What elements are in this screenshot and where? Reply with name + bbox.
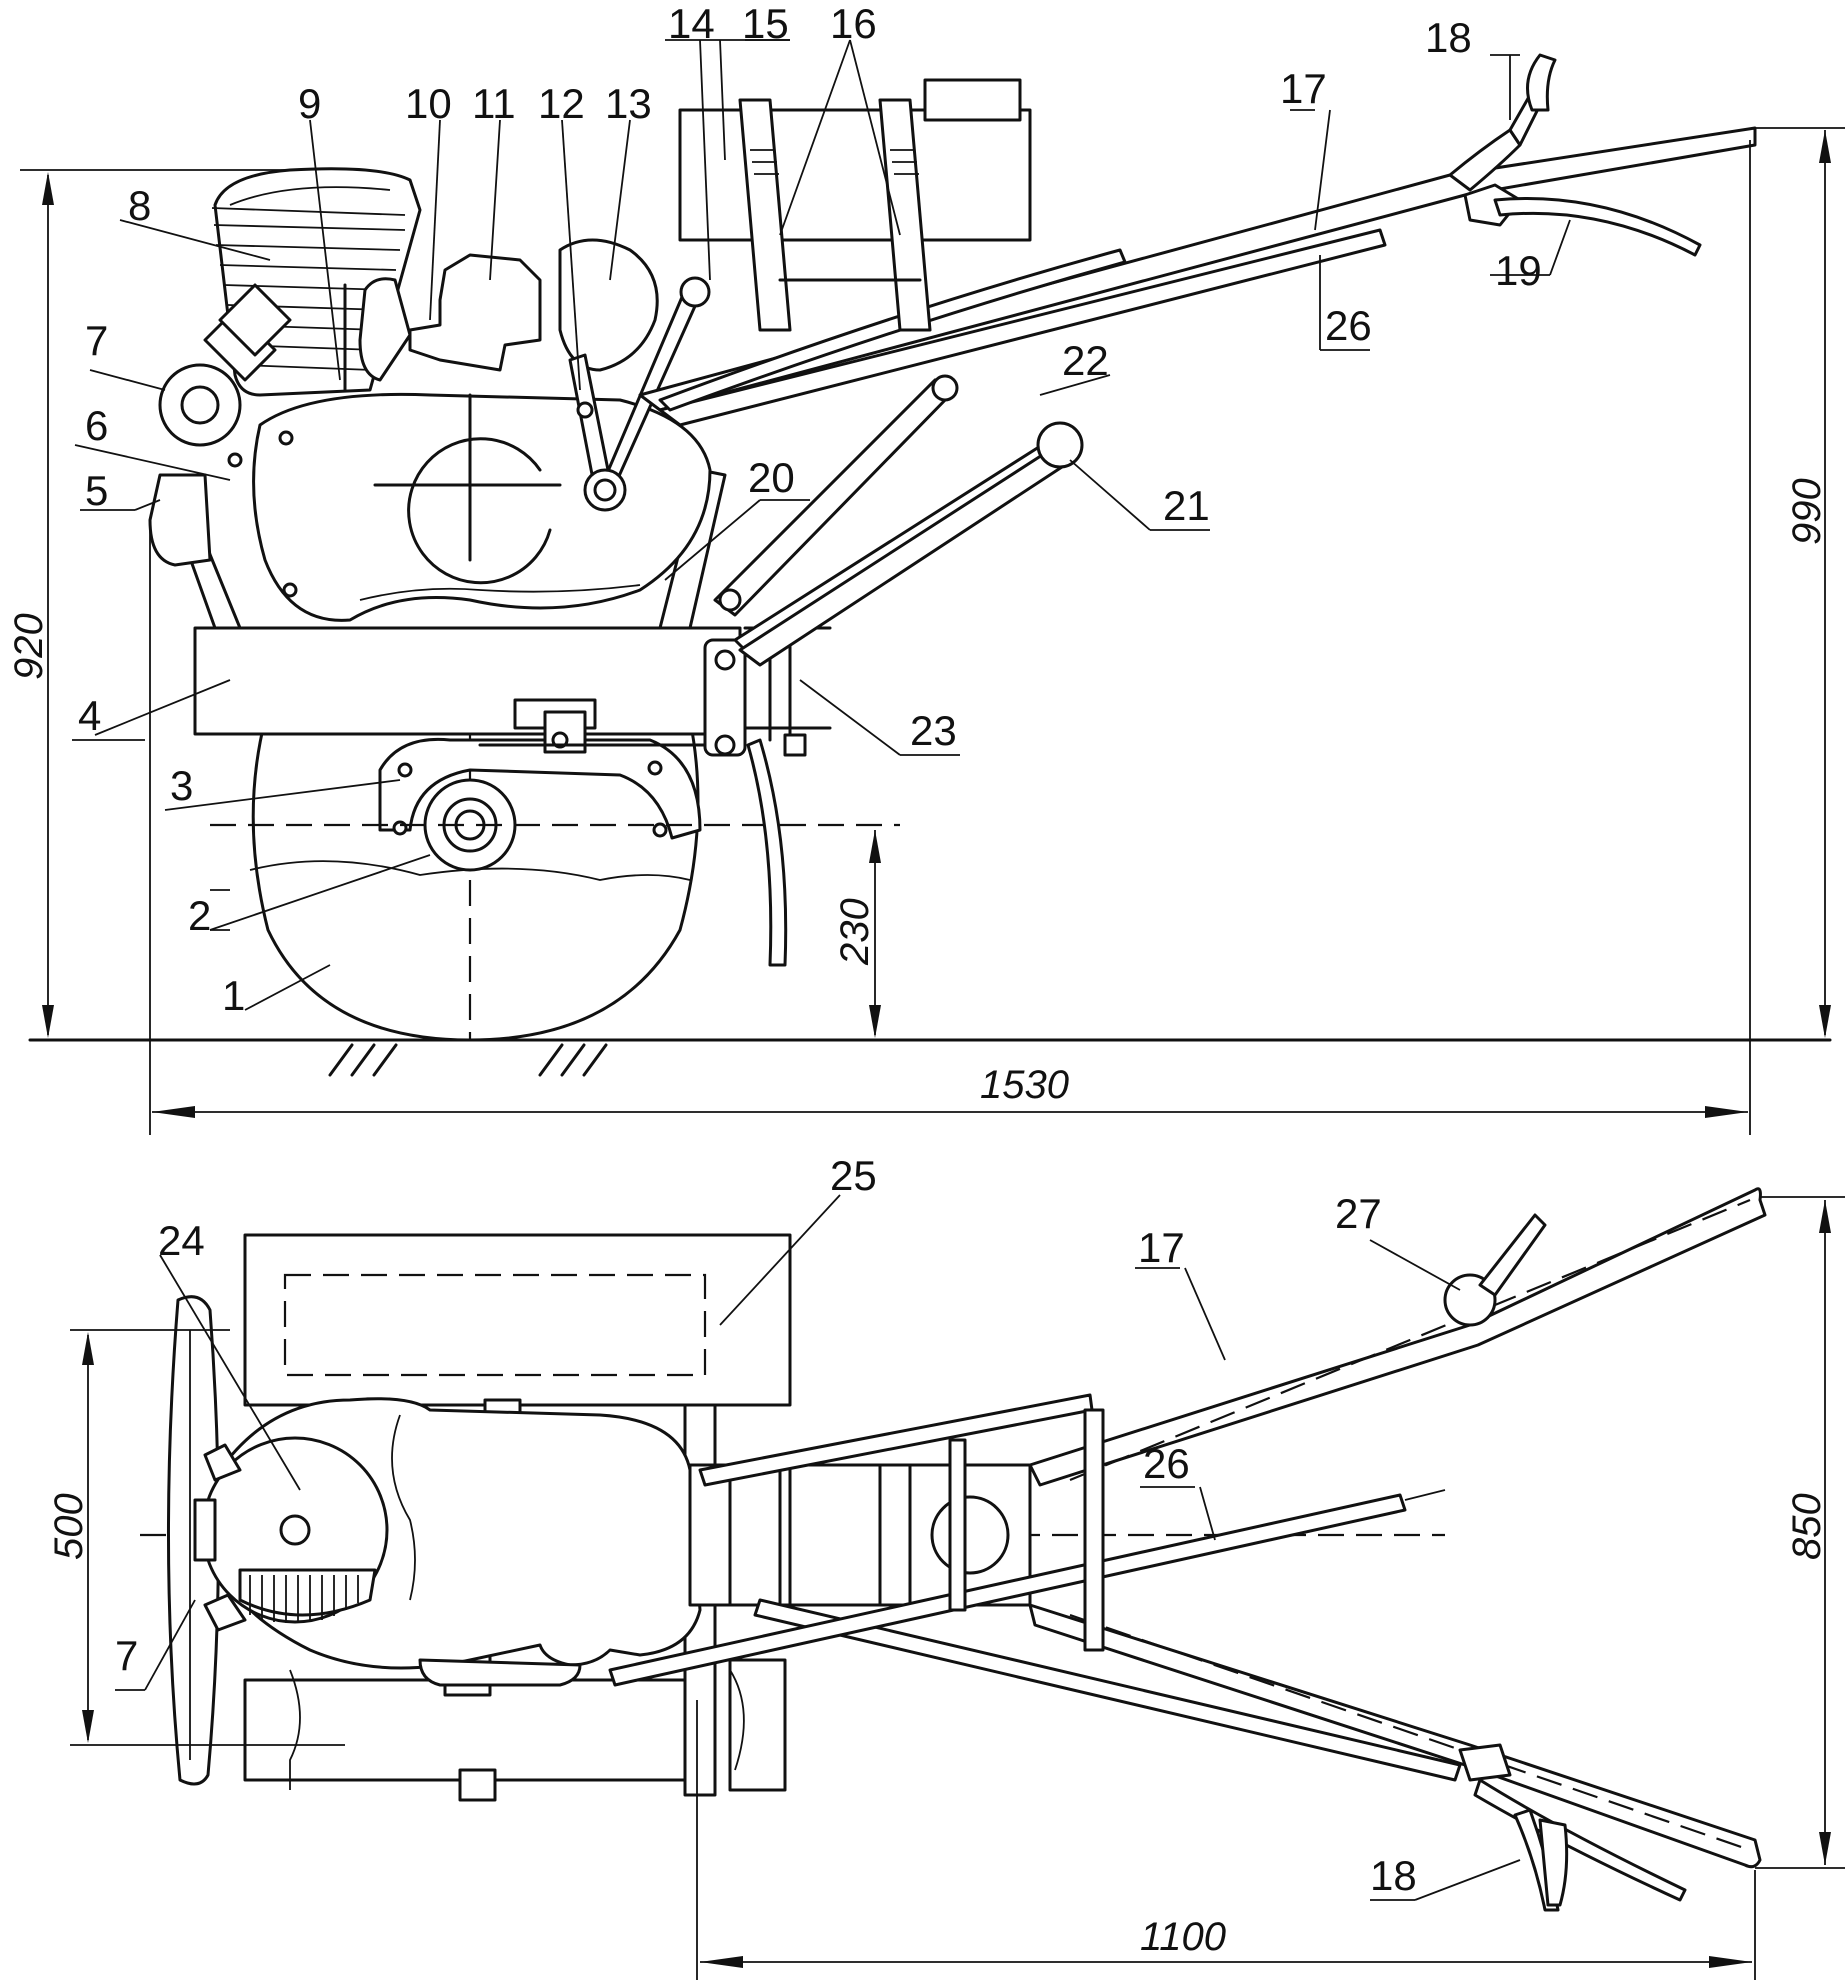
carburetor xyxy=(358,238,659,382)
dim-1530: 1530 xyxy=(980,1063,1069,1107)
label-part-19: 19 xyxy=(1495,247,1542,294)
label-part-21: 21 xyxy=(1163,482,1210,529)
handlebar xyxy=(638,126,1757,427)
top-grip-controls xyxy=(1443,1213,1687,1912)
label-part-4: 4 xyxy=(78,692,101,739)
top-frame xyxy=(243,1398,787,1802)
label-part-16: 16 xyxy=(830,0,877,47)
label-part-6: 6 xyxy=(85,402,108,449)
label-part-10: 10 xyxy=(405,80,452,127)
exhaust-muffler xyxy=(158,283,292,447)
side-view-leaders xyxy=(72,39,1571,1011)
top-view: 24 7 25 17 26 27 18 500 850 1100 xyxy=(47,1152,1845,1980)
top-flywheel xyxy=(193,1436,389,1632)
dim-230: 230 xyxy=(833,898,877,966)
label-part-12: 12 xyxy=(538,80,585,127)
label-part-11: 11 xyxy=(472,80,516,127)
label-part-18-top: 18 xyxy=(1370,1852,1417,1899)
label-part-8: 8 xyxy=(128,182,151,229)
label-part-22: 22 xyxy=(1062,337,1109,384)
dim-500: 500 xyxy=(47,1493,91,1560)
label-part-26-side: 26 xyxy=(1325,302,1372,349)
wheel-guard xyxy=(378,737,702,840)
top-crossbars xyxy=(948,1408,1105,1652)
label-part-15: 15 xyxy=(742,0,789,47)
label-part-5: 5 xyxy=(85,467,108,514)
handle-struts xyxy=(713,374,1084,667)
label-part-23: 23 xyxy=(910,707,957,754)
side-view: 1 2 3 4 5 6 7 8 9 10 11 12 13 14 15 16 1… xyxy=(7,0,1845,1135)
label-part-2: 2 xyxy=(188,892,211,939)
fuel-tank xyxy=(678,78,1032,332)
label-part-24: 24 xyxy=(158,1217,205,1264)
label-part-17-side: 17 xyxy=(1280,65,1327,112)
hitch-plate xyxy=(703,618,832,967)
label-part-7: 7 xyxy=(85,317,108,364)
side-view-dimensions xyxy=(20,127,1845,1135)
handle-controls xyxy=(1448,53,1702,257)
ground-hatch xyxy=(328,1043,608,1077)
label-part-17-top: 17 xyxy=(1138,1224,1185,1271)
gear-lever xyxy=(568,276,711,512)
top-transmission xyxy=(688,1463,1032,1607)
top-fuel-tank xyxy=(243,1233,792,1407)
label-part-1: 1 xyxy=(222,972,245,1019)
label-part-18-side: 18 xyxy=(1425,14,1472,61)
label-part-3: 3 xyxy=(170,762,193,809)
top-view-leaders xyxy=(115,1194,1521,1901)
label-part-9: 9 xyxy=(298,80,321,127)
dim-1100: 1100 xyxy=(1140,1915,1226,1959)
dim-920: 920 xyxy=(7,613,51,680)
top-view-dimensions xyxy=(70,1196,1845,1980)
dim-990: 990 xyxy=(1785,478,1829,545)
front-bumper xyxy=(148,473,212,567)
frame xyxy=(193,626,742,736)
label-part-7-top: 7 xyxy=(115,1632,138,1679)
tensioner-bracket xyxy=(478,698,722,754)
label-part-20: 20 xyxy=(748,454,795,501)
flywheel-cover xyxy=(373,393,562,585)
label-part-27: 27 xyxy=(1335,1190,1382,1237)
label-part-14: 14 xyxy=(668,0,715,47)
axle-hub xyxy=(210,778,900,872)
top-handles xyxy=(608,1187,1767,1869)
label-part-25: 25 xyxy=(830,1152,877,1199)
label-part-26-top: 26 xyxy=(1143,1440,1190,1487)
label-part-13: 13 xyxy=(605,80,652,127)
dim-850: 850 xyxy=(1785,1493,1829,1560)
